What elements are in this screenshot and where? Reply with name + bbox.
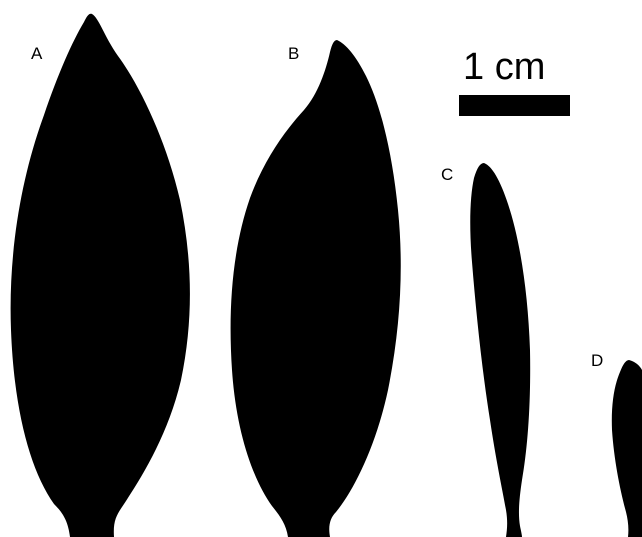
scale-bar-rect — [459, 95, 570, 116]
leaf-a-silhouette — [11, 14, 190, 537]
scale-bar — [459, 95, 570, 116]
panel-label-d: D — [591, 352, 603, 369]
panel-label-c: C — [441, 166, 453, 183]
panel-label-b: B — [288, 45, 299, 62]
scale-bar-label: 1 cm — [463, 48, 573, 86]
leaf-c-silhouette — [470, 163, 530, 537]
panel-label-a: A — [31, 45, 42, 62]
leaf-d-silhouette — [612, 360, 642, 537]
leaf-b-silhouette — [231, 40, 401, 537]
